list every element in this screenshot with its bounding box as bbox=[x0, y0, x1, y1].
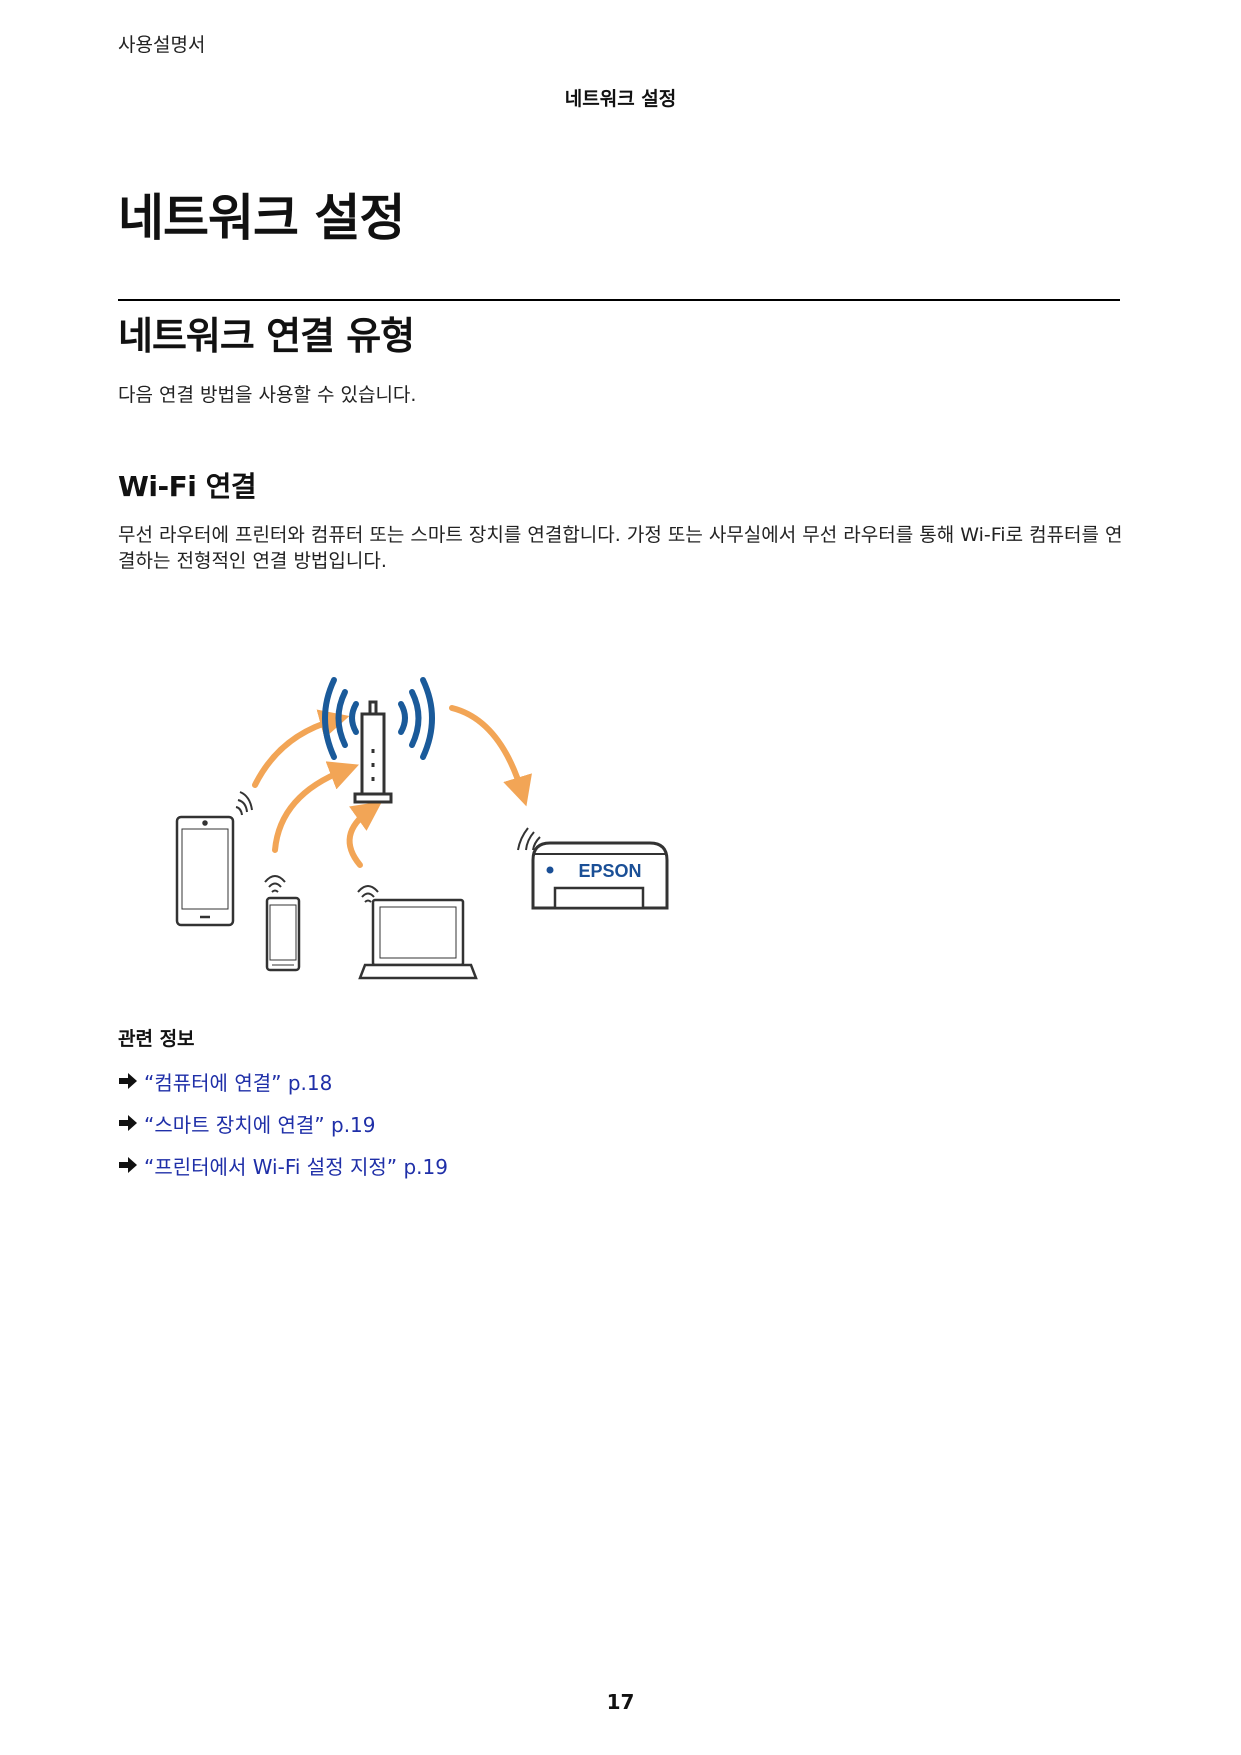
link-connect-smart-device[interactable]: “스마트 장치에 연결” p.19 bbox=[144, 1112, 376, 1137]
smartphone-icon bbox=[265, 896, 301, 972]
page-number: 17 bbox=[606, 1690, 635, 1714]
link-connect-computer[interactable]: “컴퓨터에 연결” p.18 bbox=[144, 1070, 333, 1095]
related-links: “컴퓨터에 연결” p.18 “스마트 장치에 연결” p.19 “프린터에서 … bbox=[118, 1060, 448, 1186]
arrow-right-icon bbox=[119, 1157, 137, 1173]
intro-text: 다음 연결 방법을 사용할 수 있습니다. bbox=[118, 384, 417, 406]
arrow-right-icon bbox=[119, 1073, 137, 1089]
body-line: 결하는 전형적인 연결 방법입니다. bbox=[118, 550, 387, 572]
body-line: 무선 라우터에 프린터와 컴퓨터 또는 스마트 장치를 연결합니다. 가정 또는… bbox=[118, 524, 1123, 546]
laptop-icon bbox=[358, 898, 478, 980]
related-link[interactable]: “스마트 장치에 연결” p.19 bbox=[118, 1102, 448, 1144]
arrow-icon bbox=[252, 705, 532, 868]
body-paragraph: 무선 라우터에 프린터와 컴퓨터 또는 스마트 장치를 연결합니다. 가정 또는… bbox=[118, 522, 1128, 574]
arrow-right-icon bbox=[119, 1115, 137, 1131]
tablet-icon bbox=[175, 815, 235, 927]
wifi-signal-icon bbox=[322, 677, 435, 760]
section-title: 네트워크 연결 유형 bbox=[118, 314, 415, 358]
related-info-title: 관련 정보 bbox=[118, 1028, 195, 1050]
link-printer-wifi-settings[interactable]: “프린터에서 Wi-Fi 설정 지정” p.19 bbox=[144, 1154, 448, 1179]
wifi-small-icon bbox=[235, 791, 541, 903]
subsection-title: Wi-Fi 연결 bbox=[118, 470, 257, 503]
page-title: 네트워크 설정 bbox=[118, 189, 405, 247]
wifi-connection-diagram: EPSON bbox=[175, 677, 669, 980]
related-link[interactable]: “컴퓨터에 연결” p.18 bbox=[118, 1060, 448, 1102]
running-head: 네트워크 설정 bbox=[564, 88, 677, 110]
printer-brand: EPSON bbox=[578, 861, 641, 881]
router-icon bbox=[353, 700, 393, 804]
document-name: 사용설명서 bbox=[118, 34, 206, 56]
section-divider bbox=[118, 299, 1120, 301]
related-link[interactable]: “프린터에서 Wi-Fi 설정 지정” p.19 bbox=[118, 1144, 448, 1186]
printer-icon bbox=[531, 841, 669, 910]
